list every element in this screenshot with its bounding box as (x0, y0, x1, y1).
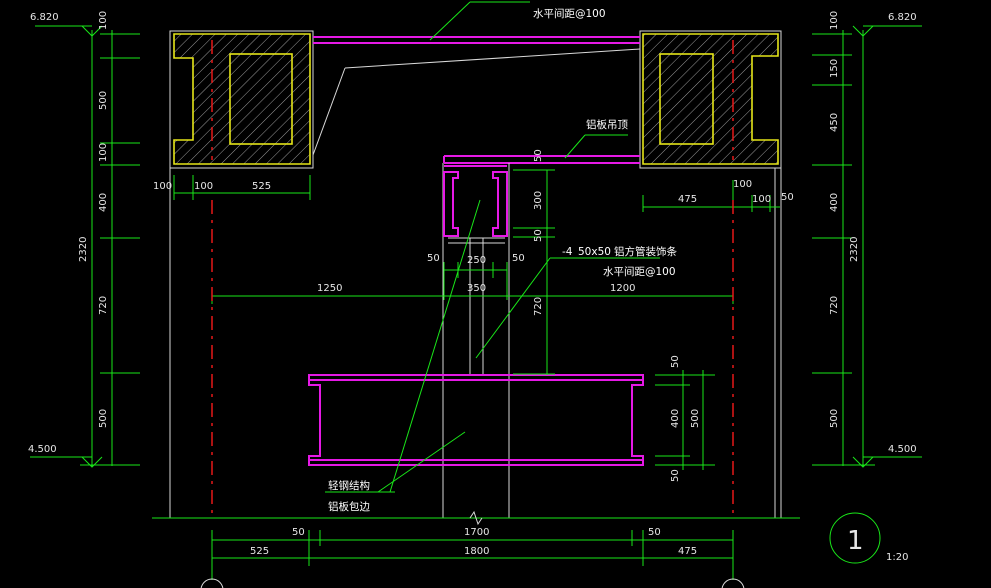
left-total-dim: 2320 (78, 237, 89, 262)
left-top-elevation: 6.820 (30, 12, 59, 23)
elevation-texts: 6.820 4.500 6.820 4.500 (28, 12, 917, 455)
bottom-d1800: 1800 (464, 546, 489, 557)
bottom-d1700: 1700 (464, 527, 489, 538)
right-vertical-dimension-chain (812, 25, 922, 468)
right-top-elevation: 6.820 (888, 12, 917, 23)
center-v50-mid: 50 (533, 229, 544, 242)
center-dim-texts: 50 300 50 720 50 250 50 350 1250 1200 (317, 149, 635, 316)
annotation-texts: 水平间距@100 铝板吊顶 -4 50x50 铝方管装饰条 水平间距@100 轻… (328, 7, 677, 513)
aluminium-ceiling-top (313, 36, 640, 164)
axis-lines (211, 200, 734, 518)
center-h50-right: 50 (512, 253, 525, 264)
center-v50-top: 50 (533, 149, 544, 162)
beam-left-dim-a: 100 (153, 181, 172, 192)
left-bottom-elevation: 4.500 (28, 444, 57, 455)
detail-marker-texts: 1 1:20 (847, 526, 908, 563)
box-v50-bot: 50 (670, 469, 681, 482)
top-spacing-note: 水平间距@100 (533, 7, 606, 20)
beam-dim-texts: 100 100 525 475 100 100 50 (153, 179, 794, 205)
deco-minus-label: -4 (562, 246, 573, 258)
ceiling-note: 铝板吊顶 (586, 118, 628, 131)
detail-marker (829, 512, 881, 564)
detail-scale: 1:20 (886, 552, 908, 563)
center-dimensions (211, 169, 734, 375)
deco-spacing-note: 水平间距@100 (603, 265, 676, 278)
left-vertical-dimension-chain (30, 25, 140, 468)
right-dim-6: 500 (829, 409, 840, 428)
right-dim-1: 100 (829, 11, 840, 30)
left-dim-2: 500 (98, 91, 109, 110)
bottom-d50-left: 50 (292, 527, 305, 538)
bottom-d525: 525 (250, 546, 269, 557)
left-dim-1: 100 (98, 11, 109, 30)
beam-right-dim-b: 100 (733, 179, 752, 190)
ground-line (152, 510, 800, 526)
box-dim-texts: 50 400 500 50 (670, 355, 701, 482)
bottom-d50-right: 50 (648, 527, 661, 538)
center-v720: 720 (533, 297, 544, 316)
span-right-dim: 1200 (610, 283, 635, 294)
left-dim-6: 500 (98, 409, 109, 428)
center-h350: 350 (467, 283, 486, 294)
left-dim-4: 400 (98, 193, 109, 212)
center-h250: 250 (467, 255, 486, 266)
box-v400: 400 (670, 409, 681, 428)
deco-size-label: 50x50 (578, 246, 611, 258)
right-dim-3: 450 (829, 113, 840, 132)
right-dim-2: 150 (829, 59, 840, 78)
right-dim-5: 720 (829, 296, 840, 315)
right-dim-texts: 100 150 450 400 720 500 2320 (829, 11, 860, 428)
box-vertical-dimensions (655, 370, 715, 470)
beam-left-dim-c: 525 (252, 181, 271, 192)
left-dim-3: 100 (98, 143, 109, 162)
left-dim-texts: 100 500 100 400 720 500 2320 (78, 11, 109, 428)
right-bottom-elevation: 4.500 (888, 444, 917, 455)
center-hanger-profile (443, 165, 508, 237)
left-concrete-beam (169, 30, 314, 169)
bottom-d475: 475 (678, 546, 697, 557)
box-v50-top: 50 (670, 355, 681, 368)
leader-lines (325, 1, 660, 493)
aluminium-box-cladding (308, 374, 644, 466)
edge-trim-label: 铝板包边 (328, 500, 370, 513)
box-v500: 500 (690, 409, 701, 428)
right-dim-4: 400 (829, 193, 840, 212)
center-v300: 300 (533, 191, 544, 210)
beam-left-dim-b: 100 (194, 181, 213, 192)
light-steel-frame (169, 48, 782, 518)
right-total-dim: 2320 (849, 237, 860, 262)
detail-number: 1 (847, 526, 864, 556)
bottom-horizontal-dimensions (200, 530, 745, 588)
beam-right-dim-c: 100 (752, 194, 771, 205)
center-h50-left: 50 (427, 253, 440, 264)
deco-strip-label: 铝方管装饰条 (614, 245, 677, 258)
steel-structure-label: 轻钢结构 (328, 479, 370, 492)
right-concrete-beam (639, 30, 782, 169)
beam-right-dim-a: 475 (678, 194, 697, 205)
beam-right-dim-d: 50 (781, 192, 794, 203)
span-left-dim: 1250 (317, 283, 342, 294)
beam-horizontal-dimensions (173, 175, 780, 212)
bottom-dim-texts: 50 1700 50 525 1800 475 (250, 527, 697, 557)
left-dim-5: 720 (98, 296, 109, 315)
